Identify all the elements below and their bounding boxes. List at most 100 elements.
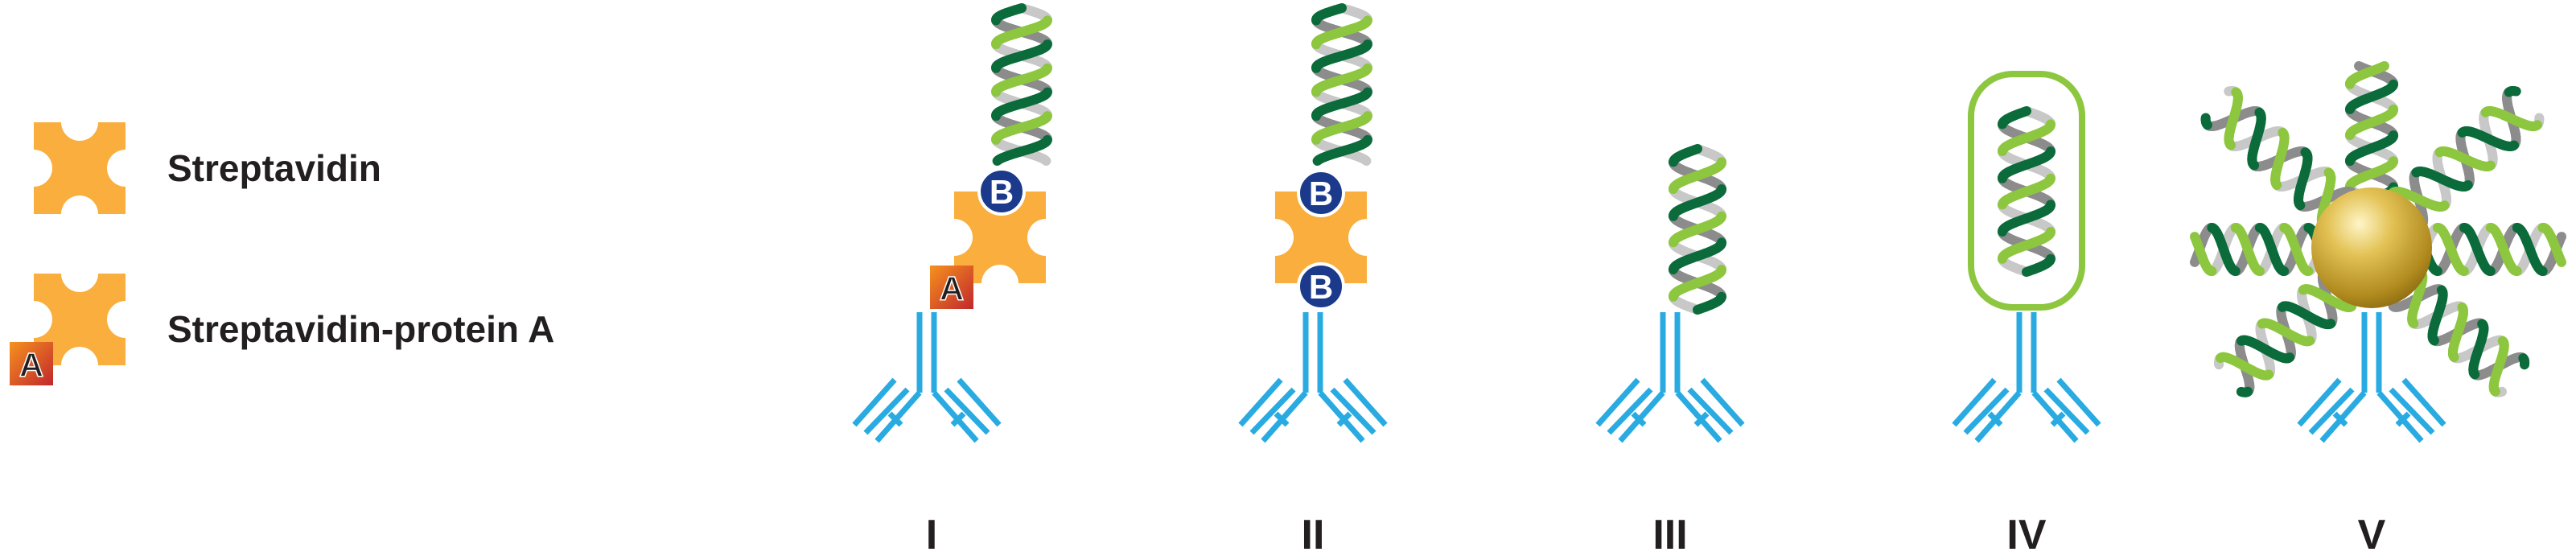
dna-helix-icon <box>2190 223 2325 276</box>
dna-strand-segment <box>2281 327 2293 339</box>
svg-text:B: B <box>1309 268 1333 306</box>
antibody-chain <box>887 411 903 427</box>
antibody-chain <box>1595 377 1640 427</box>
legend-label-streptavidin: Streptavidin <box>167 147 381 189</box>
dna-strand-segment <box>2251 133 2262 146</box>
dna-strand-segment <box>1014 27 1027 38</box>
streptavidin-icon <box>1275 191 1367 283</box>
dna-strand-segment <box>1334 98 1347 109</box>
antibody-chain <box>2395 411 2411 427</box>
dna-strand-segment <box>2228 112 2239 125</box>
antibody-icon <box>2297 312 2446 443</box>
dna-strand-segment <box>1693 303 1706 315</box>
legend-label-streptavidin-protein-a: Streptavidin-protein A <box>167 308 554 350</box>
antibody-chain <box>1343 377 1388 427</box>
panel-label-4: IV <box>2006 512 2046 558</box>
dna-strand-segment <box>2236 386 2248 397</box>
dna-strand-segment <box>1014 122 1027 134</box>
streptavidin-icon <box>34 122 126 214</box>
dna-strand-segment <box>2366 91 2379 102</box>
biotin-icon: B <box>977 167 1026 216</box>
streptavidin-icon <box>954 191 1046 283</box>
antibody-chain <box>2031 390 2079 443</box>
panel-label-3: III <box>1652 512 1687 558</box>
svg-text:B: B <box>990 173 1014 211</box>
dna-strand-segment <box>2354 61 2366 72</box>
antibody-chain <box>957 377 1002 427</box>
dna-strand-segment <box>2274 154 2285 167</box>
dna-helix-icon <box>1669 144 1726 315</box>
biotin-icon: B <box>1297 262 1345 311</box>
dna-strand-segment <box>2321 192 2332 205</box>
dna-strand-segment <box>2022 266 2035 277</box>
dna-strand-segment <box>2366 117 2378 128</box>
svg-text:B: B <box>1309 175 1333 212</box>
dna-strand-segment <box>2458 153 2471 164</box>
protein-a-icon: A <box>930 266 973 309</box>
panel-label-1: I <box>926 512 937 558</box>
antibody-chain <box>852 377 897 427</box>
dna-strand-segment <box>2482 133 2494 144</box>
antibody-chain <box>1607 387 1653 435</box>
antibody-chain <box>2050 411 2066 427</box>
dna-strand-segment <box>2298 172 2309 184</box>
dna-strand-segment <box>2364 168 2377 179</box>
antibody-chain <box>944 387 990 435</box>
antibody-chain <box>2308 387 2355 435</box>
antibody-chain <box>1963 387 2010 435</box>
dna-strand-segment <box>2321 292 2334 304</box>
panel-2: B B II <box>1238 3 1388 558</box>
antibody-icon <box>1952 312 2101 443</box>
dna-strand-segment <box>1334 27 1347 38</box>
dna-strand-segment <box>2550 242 2562 255</box>
dna-strand-segment <box>2493 360 2504 373</box>
antibody-chain <box>1952 377 1997 427</box>
antibody-chain <box>1675 390 1722 443</box>
antibody-icon <box>1595 312 1745 443</box>
dna-strand-segment <box>2194 244 2205 257</box>
dna-strand-segment <box>2445 242 2456 255</box>
dna-strand-segment <box>1691 170 1705 181</box>
dna-strand-segment <box>2413 194 2426 205</box>
dna-strand-segment <box>2412 292 2423 305</box>
dna-strand-segment <box>2453 325 2464 338</box>
dna-strand-segment <box>2019 159 2033 171</box>
antibody-chain <box>874 390 922 443</box>
dna-strand-segment <box>1689 224 1702 236</box>
antibody-chain <box>2297 377 2342 427</box>
antibody-chain <box>1631 411 1647 427</box>
antibody-chain <box>2056 377 2101 427</box>
dna-helix-icon <box>2420 223 2566 276</box>
dna-strand-segment <box>2364 66 2377 77</box>
gold-nanoparticle-icon <box>2311 187 2432 308</box>
antibody-chain <box>2389 387 2435 435</box>
dna-helix-icon <box>2345 61 2398 204</box>
dna-strand-segment <box>1040 154 1051 166</box>
antibody-chain <box>1987 411 2003 427</box>
antibody-chain <box>1249 387 1296 435</box>
svg-text:A: A <box>940 270 964 307</box>
dna-strand-segment <box>2266 243 2278 256</box>
antibody-chain <box>1330 387 1376 435</box>
panel-4: IV <box>1952 71 2101 558</box>
antibody-chain <box>1318 390 1365 443</box>
antibody-chain <box>1261 390 1308 443</box>
dna-strand-segment <box>2238 360 2251 372</box>
dna-strand-segment <box>2018 187 2031 198</box>
dna-strand-segment <box>2555 232 2566 244</box>
antibody-chain <box>950 411 966 427</box>
biotin-icon: B <box>1297 169 1345 217</box>
antibody-chain <box>1700 377 1745 427</box>
antibody-chain <box>2332 411 2348 427</box>
dna-strand-segment <box>2365 142 2378 154</box>
antibody-icon <box>852 312 1002 443</box>
dna-strand-segment <box>2018 106 2031 117</box>
dna-strand-segment <box>1691 250 1705 261</box>
capsule-icon <box>1968 71 2085 311</box>
dna-strand-segment <box>2525 244 2536 257</box>
dna-strand-segment <box>2471 243 2483 256</box>
antibody-chain <box>1336 411 1352 427</box>
antibody-chain <box>932 390 979 443</box>
antibody-icon <box>1238 312 1388 443</box>
